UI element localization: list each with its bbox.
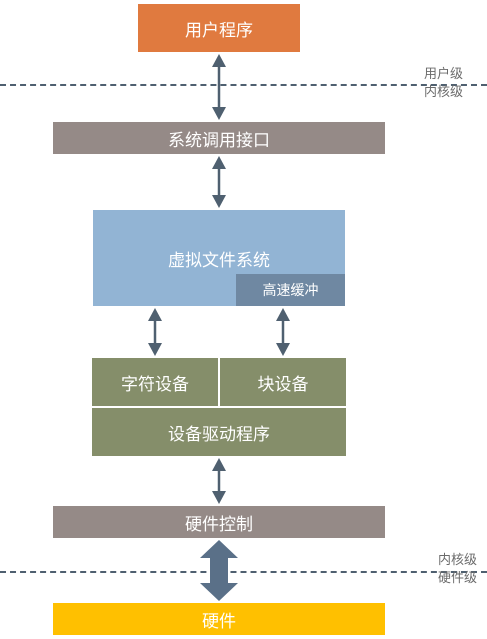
user-program-label: 用户程序 xyxy=(185,20,253,41)
kernel-level-label-2: 内核级 xyxy=(437,553,477,568)
cache-label: 高速缓冲 xyxy=(262,283,319,299)
syscall-interface-block: 系统调用接口 xyxy=(53,122,385,154)
block-device-block: 块设备 xyxy=(220,358,346,406)
device-driver-label: 设备驱动程序 xyxy=(168,424,270,445)
arrow-driver-hw-control xyxy=(212,458,226,504)
arrow-user-syscall xyxy=(212,54,226,120)
arrow-vfs-char-device xyxy=(148,308,162,356)
cache-block: 高速缓冲 xyxy=(236,274,345,306)
user-program-block: 用户程序 xyxy=(138,4,300,52)
user-level-label: 用户级 xyxy=(423,67,463,82)
device-driver-block: 设备驱动程序 xyxy=(92,408,346,456)
arrow-syscall-vfs xyxy=(212,156,226,208)
user-kernel-boundary-label: 用户级 内核级 xyxy=(424,66,463,102)
kernel-hardware-boundary-line xyxy=(0,571,487,573)
hardware-level-label: 硬件级 xyxy=(437,571,477,586)
user-kernel-boundary-line xyxy=(0,84,487,86)
hardware-block: 硬件 xyxy=(53,603,385,635)
char-device-label: 字符设备 xyxy=(121,374,189,395)
char-device-block: 字符设备 xyxy=(92,358,218,406)
vfs-label: 虚拟文件系统 xyxy=(168,251,270,271)
kernel-hardware-boundary-label: 内核级 硬件级 xyxy=(438,552,477,588)
hardware-label: 硬件 xyxy=(202,611,236,632)
arrow-cache-block-device xyxy=(276,308,290,356)
block-arrow-hw-control-hardware xyxy=(200,540,238,601)
block-device-label: 块设备 xyxy=(257,374,309,395)
hw-control-label: 硬件控制 xyxy=(185,514,253,535)
hw-control-block: 硬件控制 xyxy=(53,506,385,538)
syscall-interface-label: 系统调用接口 xyxy=(168,130,270,151)
kernel-level-label: 内核级 xyxy=(423,85,463,100)
